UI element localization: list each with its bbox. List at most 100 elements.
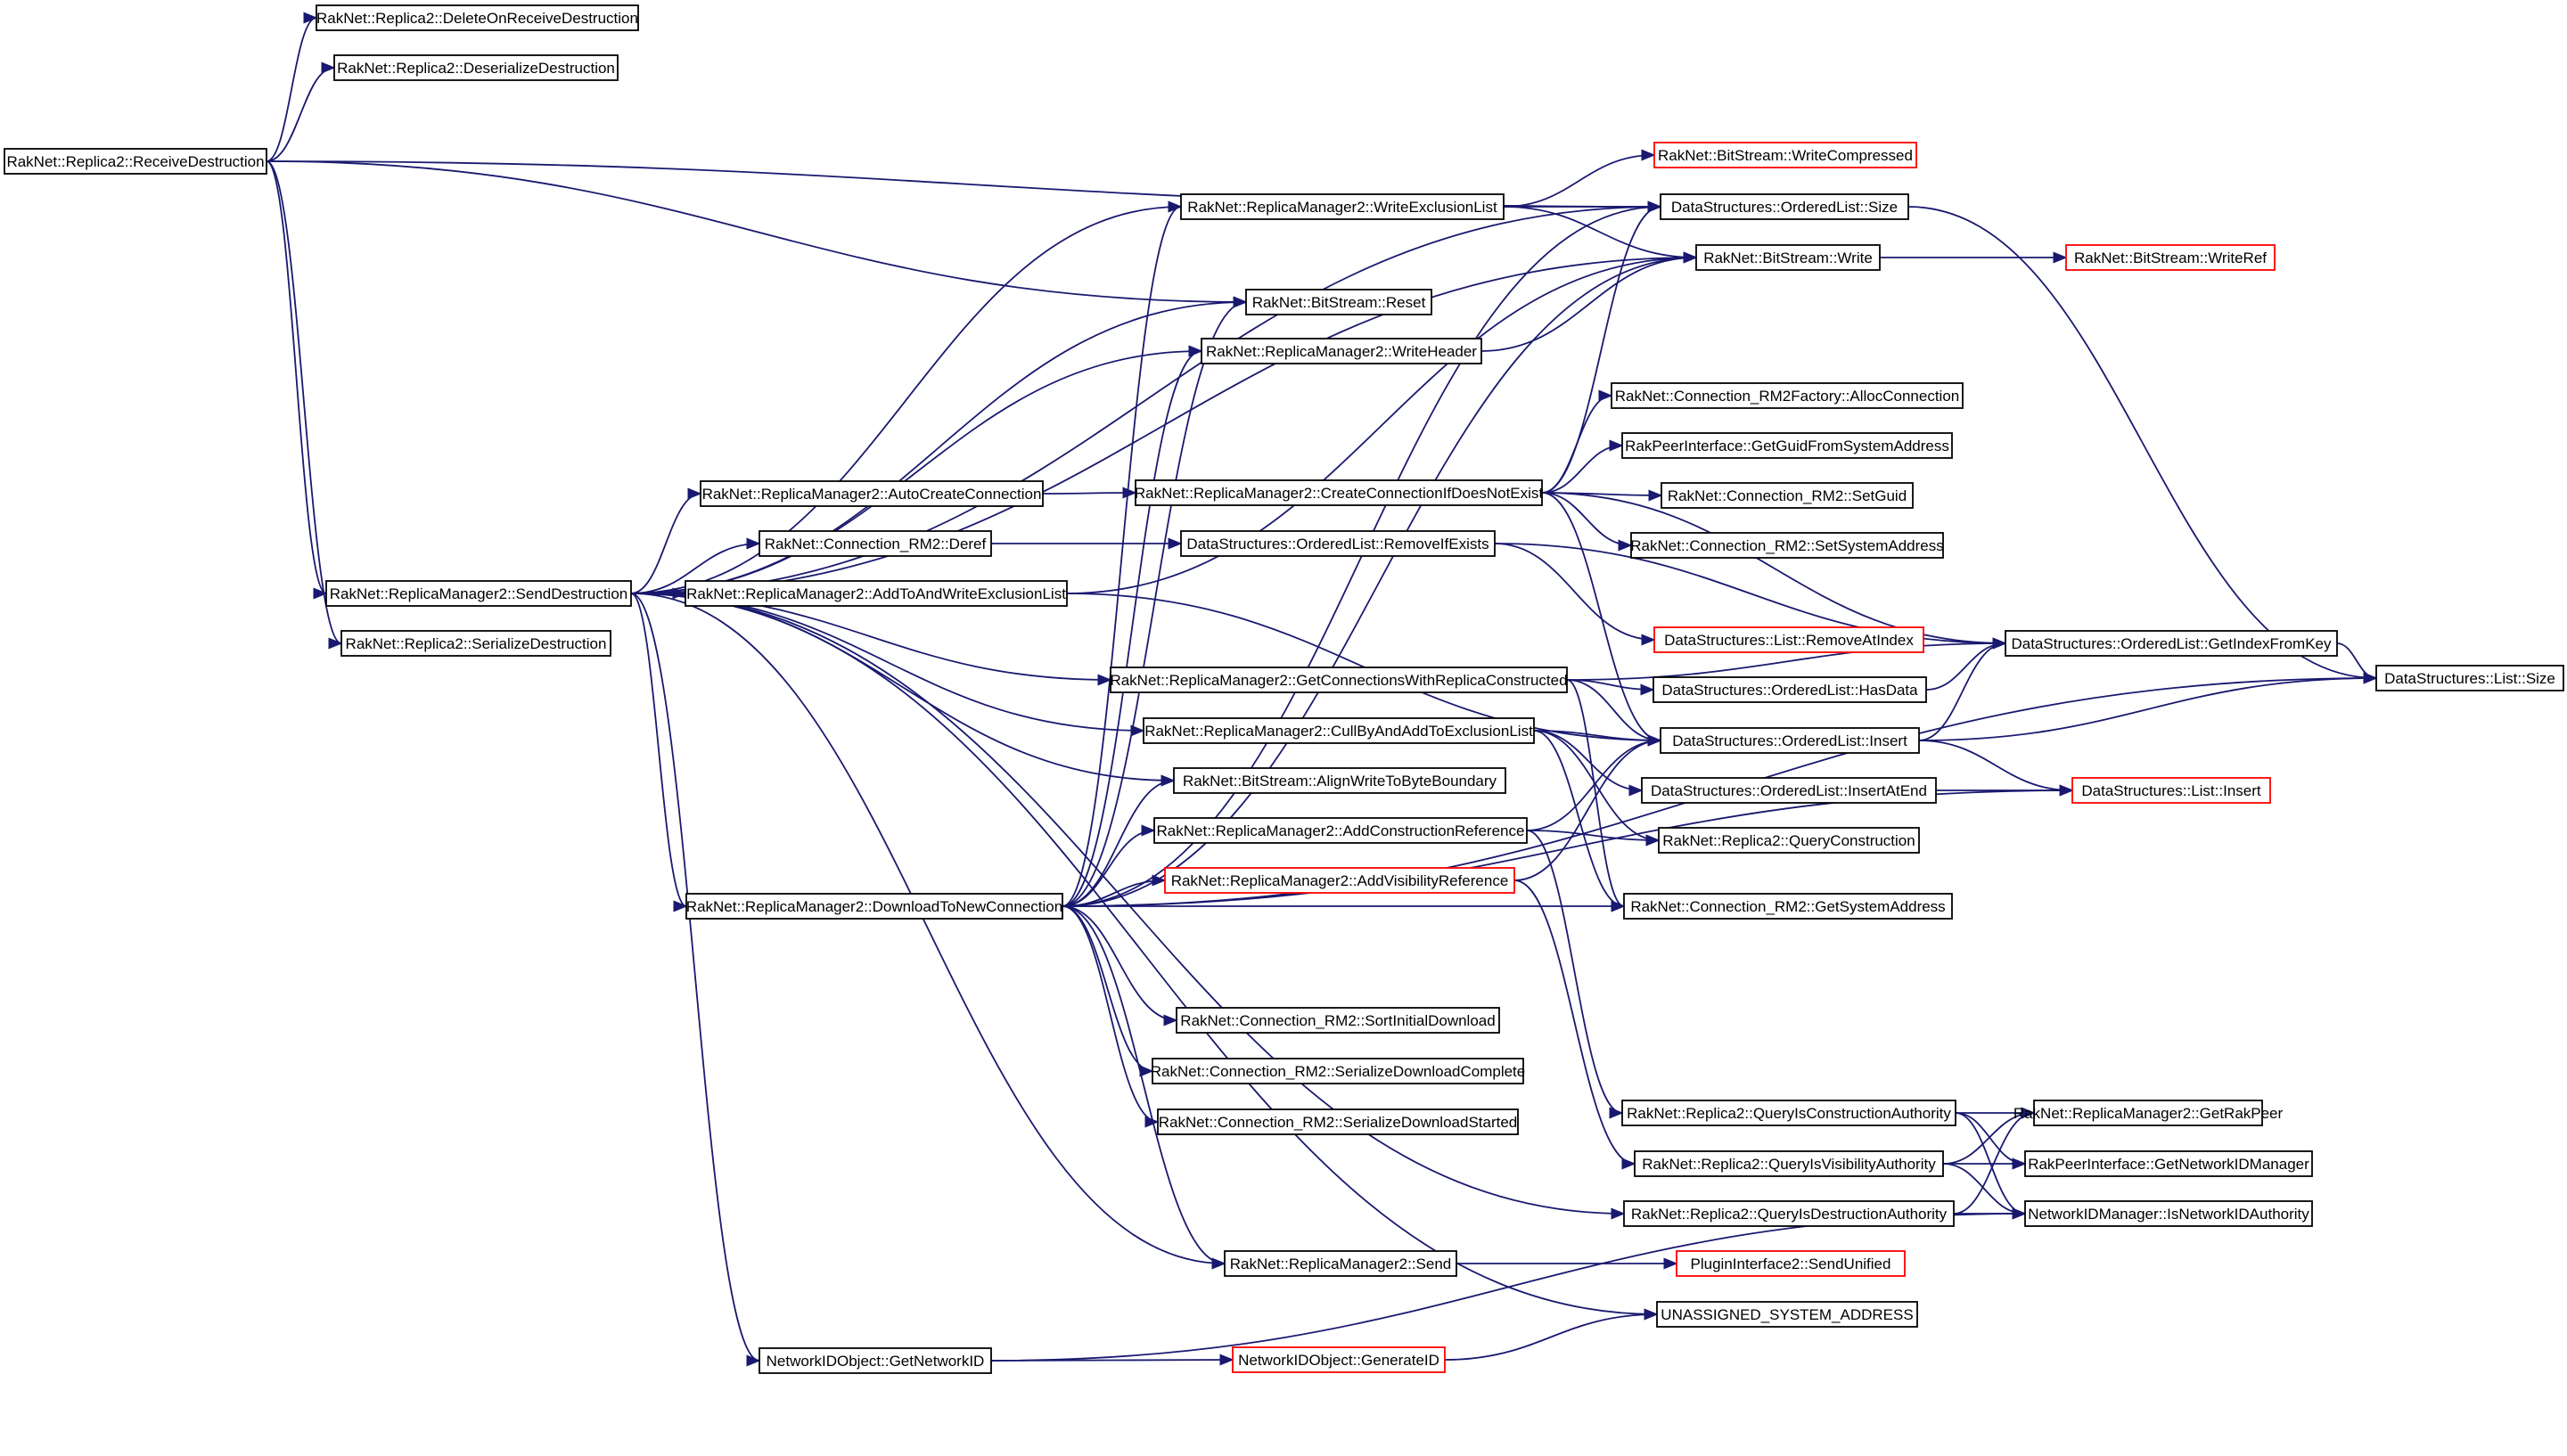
edge-createconn-to-setsysaddr [1541, 492, 1633, 552]
node-createconn[interactable]: RakNet::ReplicaManager2::CreateConnectio… [1135, 479, 1544, 506]
node-download[interactable]: RakNet::ReplicaManager2::DownloadToNewCo… [685, 893, 1063, 920]
node-box [1658, 827, 1920, 854]
node-align[interactable]: RakNet::BitStream::AlignWriteToByteBound… [1173, 767, 1506, 794]
node-box [2033, 1100, 2263, 1126]
node-label: RakNet::Replica2::QueryIsDestructionAuth… [1631, 1206, 1948, 1223]
edge-writeheader-to-bswrite [1480, 251, 1698, 352]
node-label: RakNet::ReplicaManager2::AddVisibilityRe… [1171, 872, 1509, 889]
node-alloc[interactable]: RakNet::Connection_RM2Factory::AllocConn… [1611, 382, 1964, 409]
node-olsize[interactable]: DataStructures::OrderedList::Size [1660, 193, 1909, 220]
node-genid[interactable]: NetworkIDObject::GenerateID [1232, 1346, 1446, 1373]
node-setsysaddr[interactable]: RakNet::Connection_RM2::SetSystemAddress [1630, 532, 1944, 559]
edge-senddest-to-download [630, 593, 688, 912]
edge-createconn-to-olgetindex [1541, 492, 2007, 650]
node-deserdest[interactable]: RakNet::Replica2::DeserializeDestruction [333, 54, 619, 81]
node-getconns[interactable]: RakNet::ReplicaManager2::GetConnectionsW… [1110, 667, 1568, 693]
node-olinsertend[interactable]: DataStructures::OrderedList::InsertAtEnd [1641, 777, 1937, 804]
node-deref[interactable]: RakNet::Connection_RM2::Deref [759, 530, 992, 557]
node-serdlstarted[interactable]: RakNet::Connection_RM2::SerializeDownloa… [1157, 1108, 1519, 1135]
node-reset[interactable]: RakNet::BitStream::Reset [1245, 289, 1432, 315]
node-label: NetworkIDObject::GetNetworkID [767, 1353, 985, 1370]
node-serdest[interactable]: RakNet::Replica2::SerializeDestruction [340, 630, 611, 657]
node-box [1660, 193, 1909, 220]
node-getnetidmgr[interactable]: RakPeerInterface::GetNetworkIDManager [2024, 1150, 2313, 1177]
node-box [1173, 767, 1506, 794]
node-box [1653, 626, 1924, 653]
node-olhasdata[interactable]: DataStructures::OrderedList::HasData [1653, 676, 1927, 703]
node-serdlcomplete[interactable]: RakNet::Connection_RM2::SerializeDownloa… [1151, 1058, 1525, 1084]
node-listinsert[interactable]: DataStructures::List::Insert [2071, 777, 2271, 804]
edge-root-to-deserdest [266, 61, 336, 162]
node-olremove[interactable]: DataStructures::OrderedList::RemoveIfExi… [1180, 530, 1496, 557]
node-sortinit[interactable]: RakNet::Connection_RM2::SortInitialDownl… [1176, 1007, 1500, 1034]
node-box [1653, 676, 1927, 703]
node-writeexcl[interactable]: RakNet::ReplicaManager2::WriteExclusionL… [1180, 193, 1505, 220]
node-label: RakNet::Replica2::QueryIsConstructionAut… [1627, 1105, 1951, 1122]
node-getsysaddr[interactable]: RakNet::Connection_RM2::GetSystemAddress [1623, 893, 1953, 920]
edge-addconstref-to-queryconst [1526, 830, 1661, 847]
edge-download-to-serdlcomplete [1062, 905, 1154, 1077]
node-queryisconst[interactable]: RakNet::Replica2::QueryIsConstructionAut… [1621, 1100, 1956, 1126]
node-label: PluginInterface2::SendUnified [1691, 1256, 1891, 1272]
node-olgetindex[interactable]: DataStructures::OrderedList::GetIndexFro… [2005, 630, 2338, 657]
edge-senddest-to-olsize [630, 200, 1662, 594]
node-label: NetworkIDManager::IsNetworkIDAuthority [2028, 1206, 2309, 1223]
node-getrakpeer[interactable]: RakNet::ReplicaManager2::GetRakPeer [2013, 1100, 2284, 1126]
node-box [1157, 1108, 1519, 1135]
node-label: RakPeerInterface::GetNetworkIDManager [2028, 1156, 2309, 1173]
node-listsize[interactable]: DataStructures::List::Size [2375, 665, 2564, 691]
node-box [1621, 1100, 1956, 1126]
node-label: RakNet::Connection_RM2::Deref [765, 536, 987, 552]
node-box [1630, 532, 1944, 559]
edge-download-to-writeexcl [1062, 200, 1183, 907]
edge-download-to-addconstref [1062, 824, 1156, 907]
edge-root-to-delonrecv [266, 12, 318, 162]
node-olinsert[interactable]: DataStructures::OrderedList::Insert [1660, 727, 1920, 754]
node-sendunified[interactable]: PluginInterface2::SendUnified [1676, 1250, 1906, 1277]
node-label: RakNet::ReplicaManager2::GetConnectionsW… [1110, 672, 1567, 689]
node-delonrecv[interactable]: RakNet::Replica2::DeleteOnReceiveDestruc… [316, 4, 639, 31]
node-listremove[interactable]: DataStructures::List::RemoveAtIndex [1653, 626, 1924, 653]
node-writeref[interactable]: RakNet::BitStream::WriteRef [2065, 244, 2276, 271]
node-addvisref[interactable]: RakNet::ReplicaManager2::AddVisibilityRe… [1164, 867, 1515, 894]
node-send[interactable]: RakNet::ReplicaManager2::Send [1224, 1250, 1457, 1277]
node-unassigned[interactable]: UNASSIGNED_SYSTEM_ADDRESS [1656, 1301, 1918, 1328]
node-queryisdest[interactable]: RakNet::Replica2::QueryIsDestructionAuth… [1623, 1200, 1955, 1227]
edge-addtoandwrite-to-bswrite [1066, 251, 1698, 594]
node-label: RakNet::BitStream::WriteCompressed [1658, 147, 1913, 164]
node-addtoandwrite[interactable]: RakNet::ReplicaManager2::AddToAndWriteEx… [685, 580, 1068, 607]
node-label: RakNet::ReplicaManager2::GetRakPeer [2013, 1105, 2284, 1122]
node-writecomp[interactable]: RakNet::BitStream::WriteCompressed [1653, 142, 1917, 168]
edge-createconn-to-olinsert [1541, 492, 1662, 747]
edge-senddest-to-netidget [630, 593, 761, 1367]
node-box [1232, 1346, 1446, 1373]
node-queryisvis[interactable]: RakNet::Replica2::QueryIsVisibilityAutho… [1634, 1150, 1944, 1177]
node-getguid[interactable]: RakPeerInterface::GetGuidFromSystemAddre… [1621, 432, 1953, 459]
node-box [1153, 817, 1528, 844]
node-bswrite[interactable]: RakNet::BitStream::Write [1695, 244, 1881, 271]
node-writeheader[interactable]: RakNet::ReplicaManager2::WriteHeader [1201, 338, 1482, 364]
node-isnetidauth[interactable]: NetworkIDManager::IsNetworkIDAuthority [2024, 1200, 2313, 1227]
edge-root-to-reset [266, 160, 1248, 308]
node-addconstref[interactable]: RakNet::ReplicaManager2::AddConstruction… [1153, 817, 1528, 844]
node-root[interactable]: RakNet::Replica2::ReceiveDestruction [4, 148, 267, 175]
node-cullby[interactable]: RakNet::ReplicaManager2::CullByAndAddToE… [1143, 717, 1535, 744]
node-setguid[interactable]: RakNet::Connection_RM2::SetGuid [1661, 482, 1914, 509]
edge-root-to-senddest [266, 160, 328, 600]
node-label: RakNet::ReplicaManager2::CreateConnectio… [1135, 485, 1544, 502]
node-netidget[interactable]: NetworkIDObject::GetNetworkID [759, 1347, 992, 1374]
edge-senddest-to-writeheader [630, 345, 1203, 594]
node-box [1623, 893, 1953, 920]
node-label: RakNet::ReplicaManager2::Send [1230, 1256, 1452, 1272]
edge-olinsert-to-listinsert [1918, 740, 2074, 797]
node-box [325, 580, 632, 607]
node-label: RakNet::Replica2::DeserializeDestruction [337, 60, 615, 77]
node-autocreate[interactable]: RakNet::ReplicaManager2::AutoCreateConne… [700, 480, 1044, 507]
node-senddest[interactable]: RakNet::ReplicaManager2::SendDestruction [325, 580, 632, 607]
edge-senddest-to-unassigned [630, 593, 1659, 1321]
node-box [1695, 244, 1881, 271]
node-queryconst[interactable]: RakNet::Replica2::QueryConstruction [1658, 827, 1920, 854]
edge-netidget-to-isnetidauth [990, 1207, 2027, 1362]
edge-download-to-reset [1062, 296, 1248, 907]
